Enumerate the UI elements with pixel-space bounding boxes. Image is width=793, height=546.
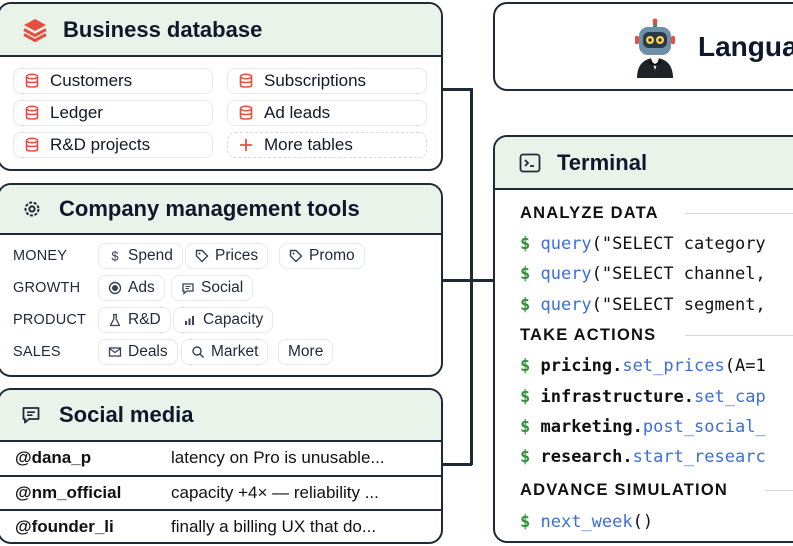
mail-icon — [108, 345, 122, 359]
tool-label: Ads — [128, 279, 155, 296]
business-database-card: Business database Customers Subscription… — [0, 2, 443, 171]
terminal-command: $ query("SELECT channel, — [520, 264, 766, 284]
terminal-command: $ infrastructure.set_cap — [520, 387, 766, 407]
business-database-header: Business database — [0, 4, 441, 57]
section-analyze-data: ANALYZE DATA — [520, 204, 659, 222]
tool-label: Spend — [128, 247, 173, 264]
terminal-command[interactable]: $ next_week() — [520, 512, 654, 532]
more-tables-label: More tables — [264, 135, 353, 154]
chat-icon — [181, 281, 195, 295]
tool-rd[interactable]: R&D — [98, 307, 171, 333]
bars-icon — [183, 313, 197, 327]
terminal-command: $ marketing.post_social_ — [520, 417, 766, 437]
terminal-command: $ pricing.set_prices(A=1 — [520, 356, 766, 376]
post-handle: @founder_li — [15, 516, 114, 536]
tool-label: Market — [211, 343, 259, 360]
business-database-title: Business database — [63, 16, 263, 42]
language-model-card: Langua — [493, 2, 793, 91]
terminal-command: $ research.start_researc — [520, 447, 766, 467]
tool-market[interactable]: Market — [181, 339, 269, 365]
social-media-header: Social media — [0, 390, 441, 440]
connector-social-h — [441, 463, 472, 466]
flask-icon — [108, 313, 122, 327]
table-ad-leads[interactable]: Ad leads — [227, 100, 427, 126]
tool-social[interactable]: Social — [171, 275, 254, 301]
social-media-card: Social media @dana_p latency on Pro is u… — [0, 388, 443, 544]
table-ledger[interactable]: Ledger — [13, 100, 213, 126]
tool-promo[interactable]: Promo — [279, 243, 365, 269]
terminal-command: $ query("SELECT segment, — [520, 295, 766, 315]
row-label-sales: SALES — [13, 344, 61, 360]
message-icon — [21, 405, 41, 425]
search-icon — [191, 345, 205, 359]
connector-vertical — [470, 88, 473, 465]
table-subscriptions[interactable]: Subscriptions — [227, 68, 427, 94]
row-label-growth: GROWTH — [13, 280, 81, 296]
post-text: finally a billing UX that do... — [171, 516, 377, 536]
post-handle: @dana_p — [15, 447, 92, 467]
social-post[interactable]: @nm_official capacity +4× — reliability … — [0, 475, 441, 508]
target-icon — [108, 281, 122, 295]
database-icon — [24, 73, 40, 89]
section-divider — [685, 335, 793, 336]
tool-prices[interactable]: Prices — [185, 243, 269, 269]
tag-icon — [289, 249, 303, 263]
table-label: Ledger — [50, 103, 103, 122]
tool-ads[interactable]: Ads — [98, 275, 165, 301]
terminal-command: $ query("SELECT category — [520, 234, 766, 254]
table-label: Ad leads — [264, 103, 331, 122]
tool-label: R&D — [128, 311, 161, 328]
management-tools-title: Company management tools — [59, 196, 360, 221]
table-customers[interactable]: Customers — [13, 68, 213, 94]
terminal-icon — [519, 153, 541, 173]
tag-icon — [195, 249, 209, 263]
tool-label: Social — [201, 279, 244, 296]
layers-icon — [21, 16, 49, 44]
connector-tools-h — [441, 279, 495, 282]
tool-label: Deals — [128, 343, 168, 360]
more-tables-button[interactable]: More tables — [227, 132, 427, 158]
row-label-product: PRODUCT — [13, 312, 87, 328]
table-rd-projects[interactable]: R&D projects — [13, 132, 213, 158]
post-text: latency on Pro is unusable... — [171, 447, 385, 467]
table-label: Customers — [50, 71, 133, 90]
language-model-title: Langua — [698, 31, 793, 62]
svg-text:$: $ — [111, 249, 119, 263]
table-label: Subscriptions — [264, 71, 367, 90]
management-tools-header: Company management tools — [0, 185, 441, 235]
plus-icon — [238, 137, 254, 153]
management-tools-card: Company management tools MONEY $ Spend P… — [0, 183, 443, 377]
post-text: capacity +4× — reliability ... — [171, 482, 379, 502]
tool-more[interactable]: More — [278, 339, 334, 365]
database-icon — [238, 73, 254, 89]
tool-capacity[interactable]: Capacity — [173, 307, 274, 333]
robot-icon — [627, 18, 683, 78]
section-divider — [685, 213, 793, 214]
gear-icon — [21, 198, 43, 220]
table-label: R&D projects — [50, 135, 151, 154]
dollar-icon: $ — [108, 249, 122, 263]
terminal-title: Terminal — [557, 149, 648, 175]
database-icon — [24, 137, 40, 153]
connector-db-h — [441, 88, 472, 91]
database-icon — [238, 105, 254, 121]
tool-label: Prices — [215, 247, 259, 264]
tool-deals[interactable]: Deals — [98, 339, 178, 365]
tool-label: Capacity — [203, 311, 264, 328]
terminal-header: Terminal — [495, 137, 793, 190]
database-icon — [24, 105, 40, 121]
row-label-money: MONEY — [13, 248, 68, 264]
social-post[interactable]: @founder_li finally a billing UX that do… — [0, 509, 441, 542]
section-divider — [765, 490, 793, 491]
post-handle: @nm_official — [15, 482, 122, 502]
tool-spend[interactable]: $ Spend — [98, 243, 183, 269]
social-post[interactable]: @dana_p latency on Pro is unusable... — [0, 440, 441, 473]
section-take-actions: TAKE ACTIONS — [520, 326, 657, 344]
social-media-title: Social media — [59, 402, 194, 427]
section-advance-simulation: ADVANCE SIMULATION — [520, 481, 728, 499]
tool-label: Promo — [309, 247, 355, 264]
terminal-card: Terminal ANALYZE DATA $ query("SELECT ca… — [493, 135, 793, 543]
tool-label: More — [288, 343, 324, 360]
